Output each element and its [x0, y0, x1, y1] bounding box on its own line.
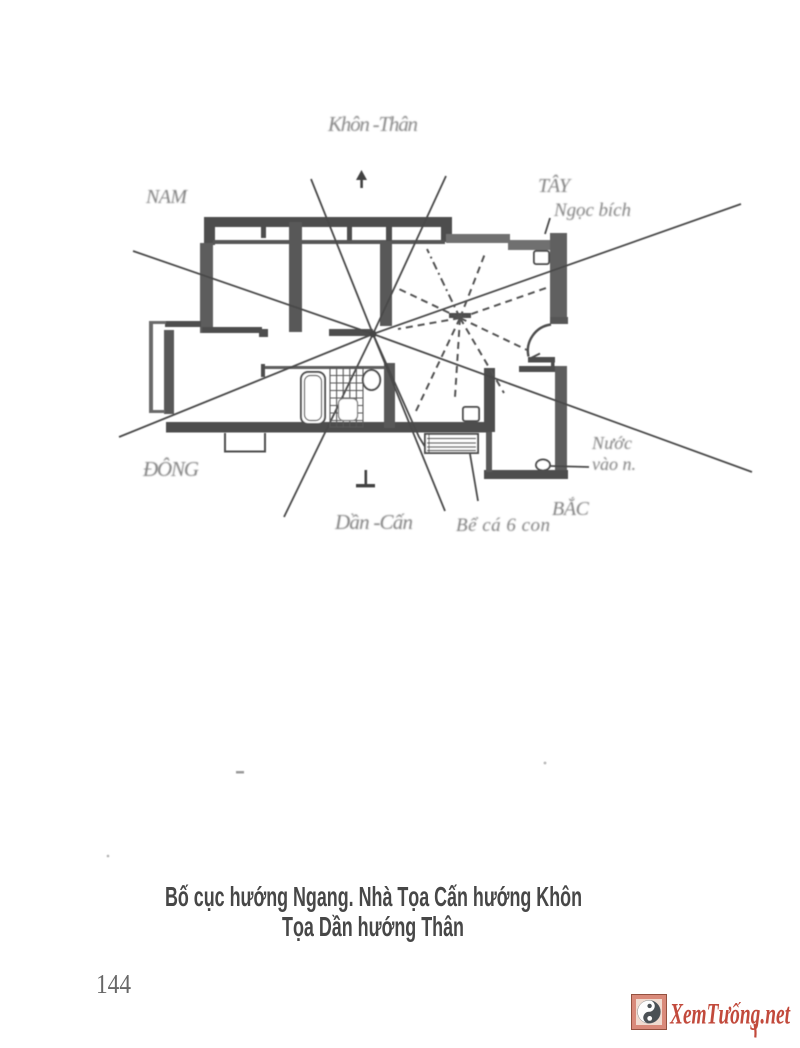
svg-text:Tọa Dần hướng Thân: Tọa Dần hướng Thân	[282, 911, 464, 942]
svg-text:NAM: NAM	[145, 186, 188, 208]
svg-text:ĐÔNG: ĐÔNG	[142, 457, 199, 481]
svg-text:Khôn -Thân: Khôn -Thân	[327, 112, 418, 136]
svg-text:Bể cá 6 con: Bể cá 6 con	[456, 515, 550, 536]
svg-text:Bố cục hướng Ngang. Nhà Tọa Cấ: Bố cục hướng Ngang. Nhà Tọa Cấn hướng Kh…	[165, 881, 582, 912]
svg-text:TÂY: TÂY	[538, 174, 572, 197]
svg-text:Dần -Cấn: Dần -Cấn	[334, 510, 413, 534]
svg-text:144: 144	[96, 969, 131, 999]
svg-text:Nước: Nước	[591, 433, 632, 453]
svg-text:BẮC: BẮC	[552, 496, 590, 520]
svg-text:XemTưống.net: XemTưống.net	[669, 998, 791, 1031]
svg-text:vào n.: vào n.	[592, 454, 636, 474]
svg-text:Ngọc bích: Ngọc bích	[553, 200, 631, 221]
